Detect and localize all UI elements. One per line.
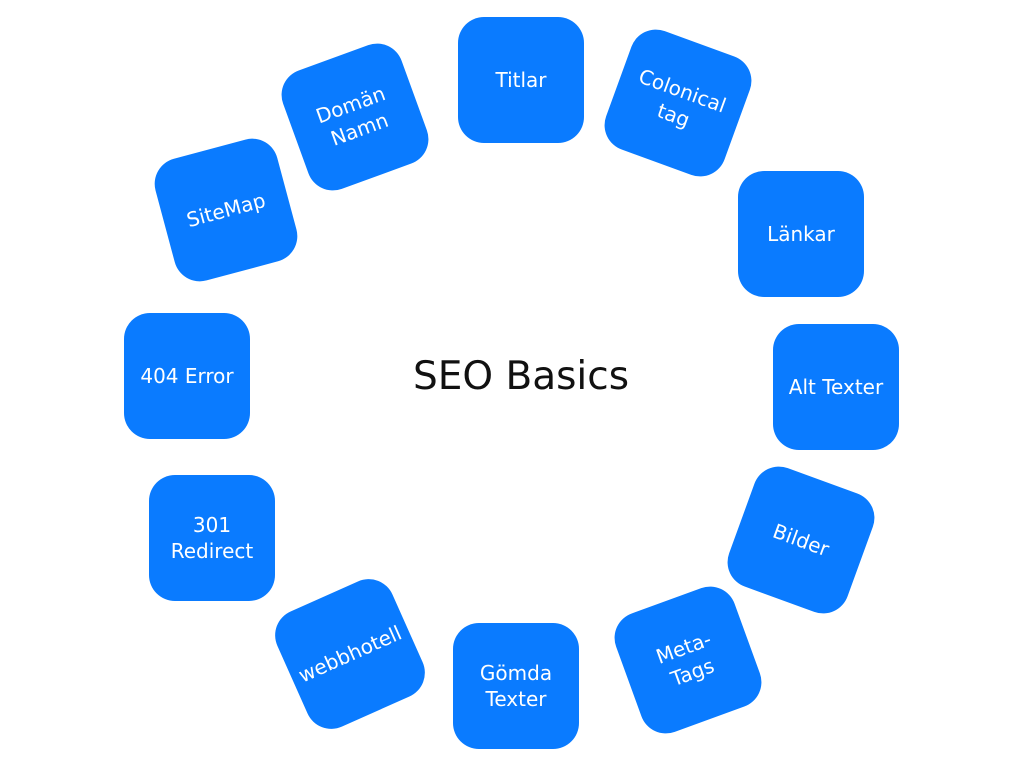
node-label: Colonical tag xyxy=(635,63,730,133)
node-404-error: 404 Error xyxy=(124,313,250,439)
node-titlar: Titlar xyxy=(458,17,584,143)
node-sitemap: SiteMap xyxy=(148,132,304,288)
node-label: Domän Namn xyxy=(312,81,392,151)
node-label: Gömda Texter xyxy=(479,661,553,711)
node-alt-texter: Alt Texter xyxy=(773,324,899,450)
node-webbhotell: webbhotell xyxy=(266,570,434,738)
node-lankar: Länkar xyxy=(738,171,864,297)
node-label: 404 Error xyxy=(140,364,234,388)
node-label: SiteMap xyxy=(183,187,269,233)
node-gomda-texter: Gömda Texter xyxy=(453,623,579,749)
node-colonical-tag: Colonical tag xyxy=(597,22,759,184)
node-bilder: Bilder xyxy=(720,459,882,621)
node-301-redirect: 301 Redirect xyxy=(149,475,275,601)
node-doman-namn: Domän Namn xyxy=(274,36,436,198)
node-label: webbhotell xyxy=(294,620,406,688)
node-label: Meta- Tags xyxy=(652,626,718,692)
node-label: Bilder xyxy=(769,518,833,562)
node-label: Titlar xyxy=(495,68,547,92)
node-label: Alt Texter xyxy=(788,375,884,399)
node-label: 301 Redirect xyxy=(170,513,254,563)
node-meta-tags: Meta- Tags xyxy=(607,579,769,741)
node-label: Länkar xyxy=(767,222,835,246)
diagram-title: SEO Basics xyxy=(412,354,630,399)
